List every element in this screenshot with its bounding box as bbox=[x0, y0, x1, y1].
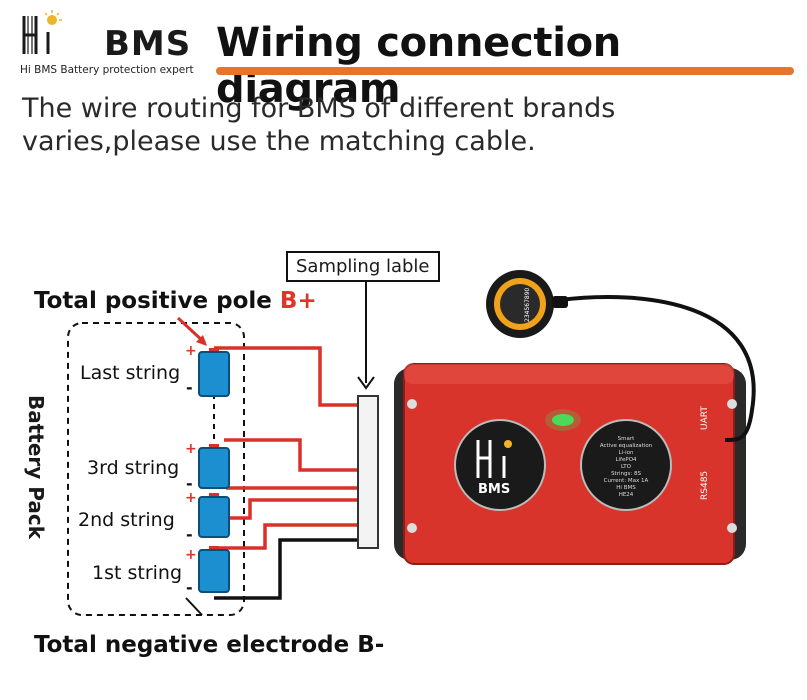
string-label-3rd: 3rd string bbox=[87, 457, 180, 479]
battery-pack-outline bbox=[67, 322, 245, 616]
dongle-serial: 234567890 bbox=[524, 287, 531, 322]
b-plus-text: B+ bbox=[279, 288, 317, 314]
plus-marker: + bbox=[185, 490, 197, 506]
status-led bbox=[552, 414, 574, 426]
wire-last-string bbox=[224, 438, 360, 472]
wire-b-plus bbox=[214, 346, 360, 407]
cell-1st bbox=[198, 546, 230, 593]
cell-last bbox=[198, 348, 230, 397]
plus-marker: + bbox=[185, 547, 197, 563]
wire-1st-string bbox=[214, 523, 360, 550]
dongle-cable bbox=[559, 295, 756, 442]
string-label-last: Last string bbox=[80, 362, 181, 384]
total-negative-label: Total negative electrode B- bbox=[34, 632, 385, 658]
plus-marker: + bbox=[185, 343, 197, 359]
uart-port-label: UART bbox=[700, 406, 710, 430]
total-positive-text: Total positive pole bbox=[34, 288, 280, 314]
minus-marker: - bbox=[186, 378, 193, 397]
brand-tagline: Hi BMS Battery protection expert bbox=[20, 64, 194, 76]
bms-logo-text: BMS bbox=[104, 24, 192, 64]
minus-marker: - bbox=[186, 474, 193, 493]
description-text: The wire routing for BMS of different br… bbox=[22, 93, 616, 157]
right-badge-text: Smart Active equalization Li-ion LifePO4… bbox=[599, 436, 653, 498]
wire-b-minus bbox=[214, 538, 360, 600]
page-title: Wiring connection diagram bbox=[216, 20, 621, 112]
total-positive-label: Total positive pole B+ bbox=[34, 288, 317, 314]
title-underline bbox=[216, 67, 794, 75]
left-badge-text: BMS bbox=[478, 482, 511, 497]
minus-marker: - bbox=[186, 525, 193, 544]
cell-3rd bbox=[198, 444, 230, 489]
bms-device bbox=[394, 363, 746, 565]
minus-marker: - bbox=[186, 578, 193, 597]
string-label-2nd: 2nd string bbox=[78, 509, 175, 531]
battery-cells bbox=[198, 348, 230, 593]
wire-2nd-string bbox=[226, 498, 360, 520]
battery-pack-label: Battery Pack bbox=[24, 395, 48, 540]
rs485-port-label: RS485 bbox=[700, 470, 710, 500]
sampling-label: Sampling lable bbox=[286, 251, 440, 282]
string-label-1st: 1st string bbox=[92, 562, 183, 584]
hi-logo-icon bbox=[22, 10, 62, 54]
bms-right-badge bbox=[580, 419, 672, 511]
plus-marker: + bbox=[185, 441, 197, 457]
cell-2nd bbox=[198, 493, 230, 538]
sampling-connector bbox=[357, 395, 379, 549]
